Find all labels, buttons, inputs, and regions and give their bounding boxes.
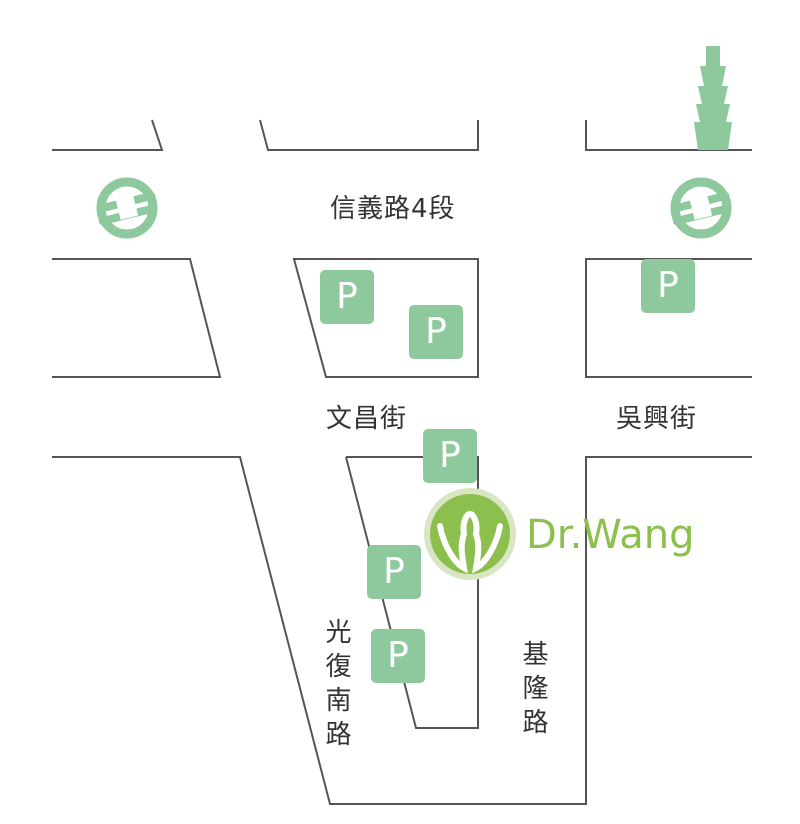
parking-icon: P [423,429,477,483]
block-outline [52,456,752,805]
block-outline [52,258,222,378]
street-label-guangfu-south: 光復南路 [321,618,351,754]
metro-station-icon [96,177,158,239]
parking-icon: P [641,259,695,313]
block-outline [52,119,164,151]
street-label-wenchang: 文昌街 [326,404,408,434]
street-label-wuxing: 吳興街 [616,404,698,434]
parking-icon: P [409,305,463,359]
street-label-xinyi: 信義路4段 [330,194,456,224]
block-outline [292,258,479,378]
block-outline [259,119,479,151]
metro-station-icon [670,177,732,239]
clinic-name: Dr.Wang [526,512,695,558]
parking-icon: P [367,545,421,599]
taipei-101-icon [694,46,732,150]
street-label-keelung: 基隆路 [518,640,548,742]
parking-icon: P [371,629,425,683]
parking-icon: P [320,270,374,324]
clinic-logo-icon [424,488,516,580]
block-outline [585,120,752,151]
